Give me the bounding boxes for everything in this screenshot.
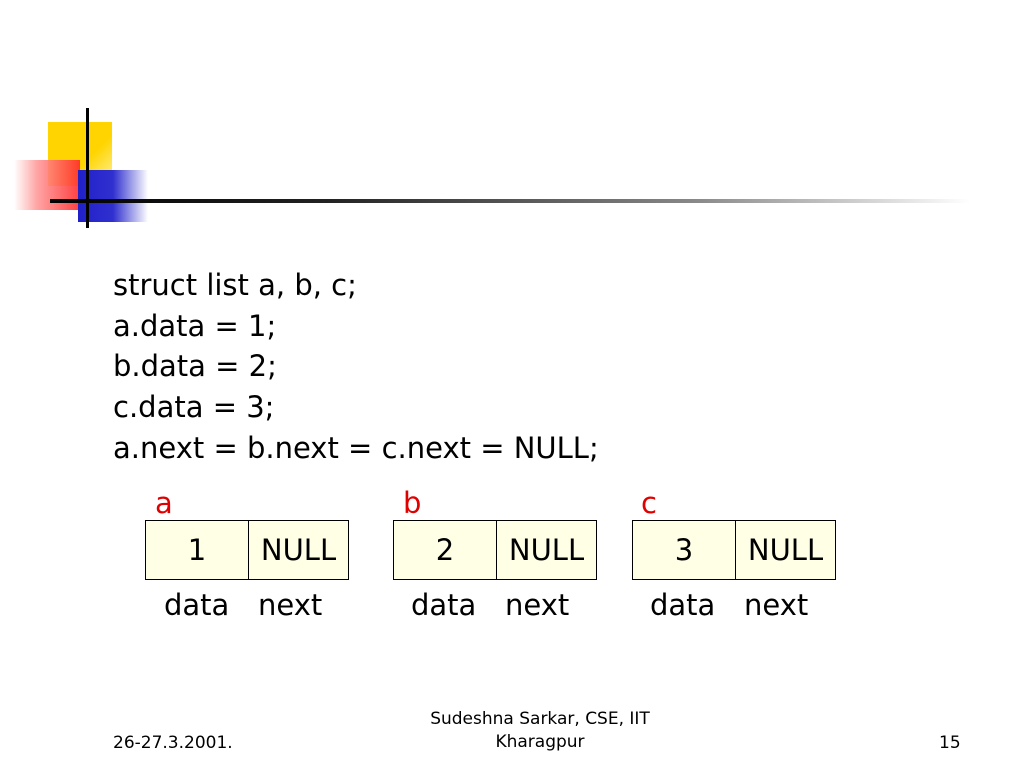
list-node-b: 2 NULL xyxy=(393,520,597,580)
list-node-c: 3 NULL xyxy=(632,520,836,580)
node-next-cell: NULL xyxy=(747,533,824,567)
footer-author: Sudeshna Sarkar, CSE, IIT Kharagpur xyxy=(400,708,680,754)
code-line: struct list a, b, c; xyxy=(113,268,357,302)
node-name-b: b xyxy=(403,486,422,520)
next-field-label: next xyxy=(258,588,323,622)
node-next-cell: NULL xyxy=(260,533,337,567)
code-block: struct list a, b, c; a.data = 1; b.data … xyxy=(113,265,599,469)
data-field-label: data xyxy=(411,588,477,622)
title-underline-rule xyxy=(50,199,970,203)
node-name-c: c xyxy=(641,486,657,520)
code-line: a.next = b.next = c.next = NULL; xyxy=(113,430,599,465)
code-line: c.data = 3; xyxy=(113,390,275,425)
page-number: 15 xyxy=(939,733,961,753)
slide-decoration xyxy=(0,0,1024,240)
footer-author-line: Sudeshna Sarkar, CSE, IIT xyxy=(430,709,650,729)
footer-author-line: Kharagpur xyxy=(495,732,585,752)
vertical-rule xyxy=(86,108,89,228)
footer-date: 26-27.3.2001. xyxy=(113,733,233,753)
next-field-label: next xyxy=(505,588,570,622)
node-data-cell: 1 xyxy=(146,521,249,579)
data-field-label: data xyxy=(164,588,230,622)
node-data-cell: 3 xyxy=(633,521,736,579)
code-line: a.data = 1; xyxy=(113,308,277,343)
blue-square-decoration xyxy=(78,170,148,222)
list-node-a: 1 NULL xyxy=(145,520,349,580)
code-line: b.data = 2; xyxy=(113,349,277,384)
next-field-label: next xyxy=(744,588,809,622)
data-field-label: data xyxy=(650,588,716,622)
node-next-cell: NULL xyxy=(508,533,585,567)
node-data-cell: 2 xyxy=(394,521,497,579)
node-name-a: a xyxy=(155,486,173,520)
